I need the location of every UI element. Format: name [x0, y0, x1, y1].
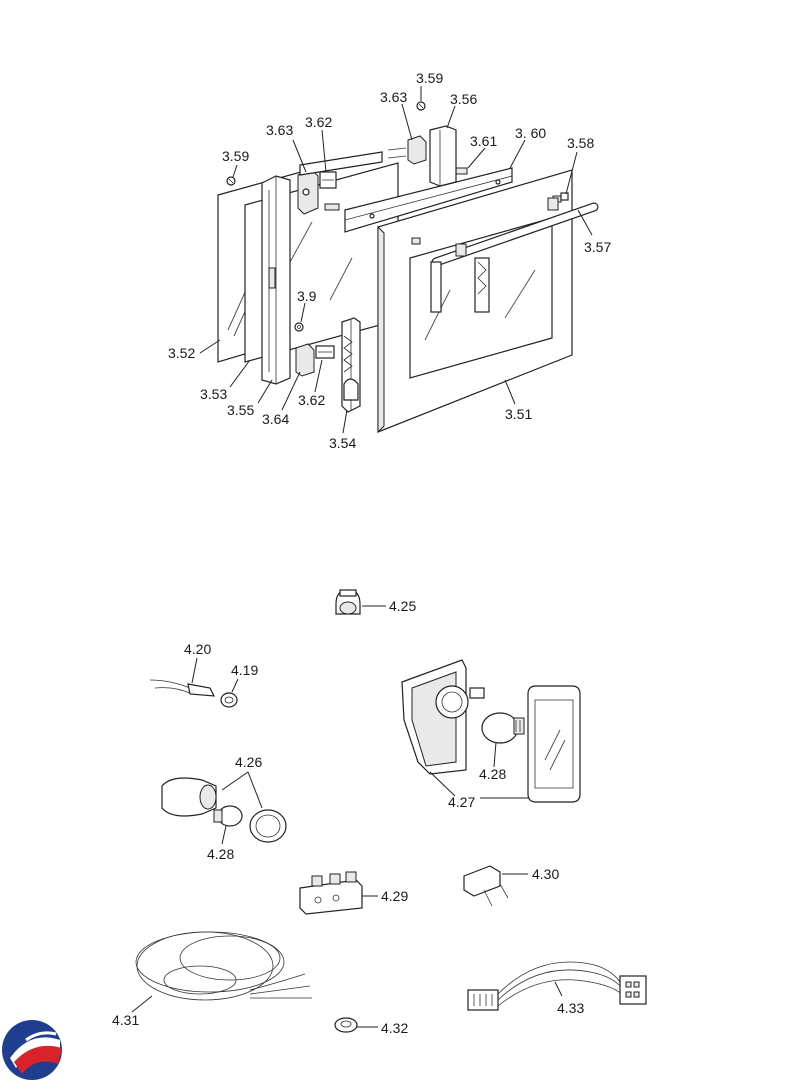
label-4-19: 4.19: [231, 662, 258, 678]
part-3-9-fastener: [294, 322, 304, 332]
label-4-27: 4.27: [448, 794, 475, 810]
label-3-62-top: 3.62: [305, 114, 332, 130]
label-3-56: 3.56: [450, 91, 477, 107]
label-3-61: 3.61: [470, 133, 497, 149]
part-3-59-screw-left: [226, 176, 236, 186]
label-3-62-bottom: 3.62: [298, 392, 325, 408]
label-3-51: 3.51: [505, 406, 532, 422]
part-4-29-terminal-block: [299, 871, 378, 915]
electrical-parts: [131, 589, 647, 1033]
part-3-58-clip: [560, 192, 569, 201]
label-4-30: 4.30: [532, 866, 559, 882]
part-3-61-top-rail: [324, 167, 513, 233]
part-3-55-hinge-channel: [261, 175, 291, 385]
part-4-25-lamp-clip: [335, 589, 386, 615]
label-3-60: 3. 60: [515, 125, 546, 141]
leader-lines-door: [199, 86, 593, 434]
label-3-9: 3.9: [297, 288, 317, 304]
part-4-26-side-lamp: [161, 771, 287, 843]
brand-logo-icon: [2, 1020, 62, 1080]
label-4-28-right: 4.28: [479, 766, 506, 782]
part-4-32-grommet: [334, 1017, 378, 1033]
part-labels: 3.59 3.63 3.56 3.63 3.62 3.61 3. 60 3.58…: [112, 70, 611, 1036]
part-3-54-hinge-arm: [341, 317, 361, 413]
label-3-52: 3.52: [168, 345, 195, 361]
part-4-28-bulb-right: [481, 712, 525, 744]
door-assembly: [199, 86, 599, 434]
label-4-29: 4.29: [381, 888, 408, 904]
label-4-28-left: 4.28: [207, 846, 234, 862]
part-4-33-connector-cable: [467, 961, 647, 1011]
label-3-54: 3.54: [329, 435, 356, 451]
part-3-56-upper-hinge-right: [387, 125, 457, 187]
part-4-27-lamp-assembly: [401, 659, 581, 803]
label-3-59-left: 3.59: [222, 148, 249, 164]
label-3-57: 3.57: [584, 239, 611, 255]
label-4-20: 4.20: [184, 641, 211, 657]
label-4-31: 4.31: [112, 1012, 139, 1028]
label-3-64: 3.64: [262, 411, 289, 427]
part-4-27-lamp-glass-cover: [527, 685, 581, 803]
part-inner-hinge-left: [430, 257, 490, 313]
part-4-30-bracket: [463, 865, 528, 907]
label-3-58: 3.58: [567, 135, 594, 151]
part-top-frame-strip: [299, 151, 383, 176]
part-4-19-sensor-cap: [220, 678, 239, 708]
label-4-26: 4.26: [235, 754, 262, 770]
label-3-53: 3.53: [200, 386, 227, 402]
label-3-59-top: 3.59: [416, 70, 443, 86]
label-4-33: 4.33: [557, 1000, 584, 1016]
label-3-63-right: 3.63: [380, 89, 407, 105]
part-4-20-sensor-cable: [149, 657, 216, 697]
part-3-57-door-handle: [431, 197, 599, 267]
part-4-31-wiring-harness: [131, 931, 312, 1013]
part-3-59-screw-top: [416, 101, 426, 111]
label-4-25: 4.25: [389, 598, 416, 614]
label-3-63-left: 3.63: [266, 122, 293, 138]
part-4-28-bulb-left: [213, 805, 243, 845]
label-3-55: 3.55: [227, 402, 254, 418]
label-4-32: 4.32: [381, 1020, 408, 1036]
part-3-64-lower-bracket: [295, 343, 335, 377]
